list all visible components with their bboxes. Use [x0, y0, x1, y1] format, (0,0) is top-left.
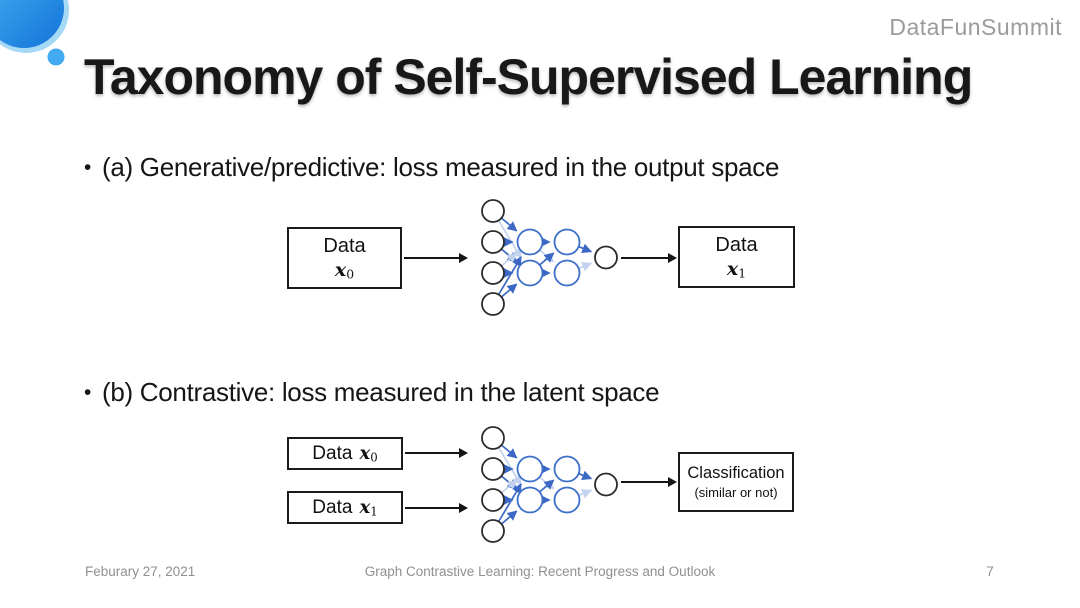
classification-sublabel: (similar or not) — [694, 484, 778, 500]
arrow-right-icon — [405, 448, 468, 458]
math-x0: x0 — [359, 442, 378, 465]
bullet-marker: • — [84, 156, 91, 180]
classification-label: Classification — [687, 463, 785, 482]
footer-title: Graph Contrastive Learning: Recent Progr… — [364, 564, 716, 579]
bullet-marker: • — [84, 381, 91, 405]
data-label: Data — [312, 442, 353, 464]
arrow-right-icon — [405, 503, 468, 513]
page-title: Taxonomy of Self-Supervised Learning — [84, 49, 973, 105]
math-x0: x0 — [334, 258, 355, 282]
classification-box: Classification (similar or not) — [678, 452, 794, 512]
deco-circle-large — [0, 0, 64, 48]
math-x1: x1 — [726, 257, 747, 281]
bullet-contrastive: • (b) Contrastive: loss measured in the l… — [84, 377, 660, 408]
bullet-contrastive-text: (b) Contrastive: loss measured in the la… — [101, 377, 660, 407]
deco-circles — [0, 0, 69, 66]
data-label: Data — [715, 233, 758, 256]
neural-network-diagram-b — [468, 423, 620, 553]
data-x0-box-b: Data x0 — [287, 437, 403, 470]
data-x0-box: Data x0 — [287, 227, 402, 289]
arrow-right-icon — [621, 477, 677, 487]
math-x1: x1 — [359, 496, 378, 519]
data-x1-box: Data x1 — [678, 226, 795, 288]
footer-date: Feburary 27, 2021 — [85, 564, 196, 579]
deco-circle-dot — [47, 48, 65, 66]
bullet-generative-text: (a) Generative/predictive: loss measured… — [101, 152, 780, 182]
data-label: Data — [323, 234, 366, 257]
data-label: Data — [312, 496, 353, 518]
neural-network-diagram-a — [468, 196, 620, 326]
arrow-right-icon — [621, 253, 677, 263]
arrow-right-icon — [404, 253, 468, 263]
brand-logo: DataFunSummit — [889, 14, 1062, 40]
bullet-generative: • (a) Generative/predictive: loss measure… — [84, 152, 779, 183]
data-x1-box-b: Data x1 — [287, 491, 403, 524]
page-number: 7 — [986, 564, 994, 579]
